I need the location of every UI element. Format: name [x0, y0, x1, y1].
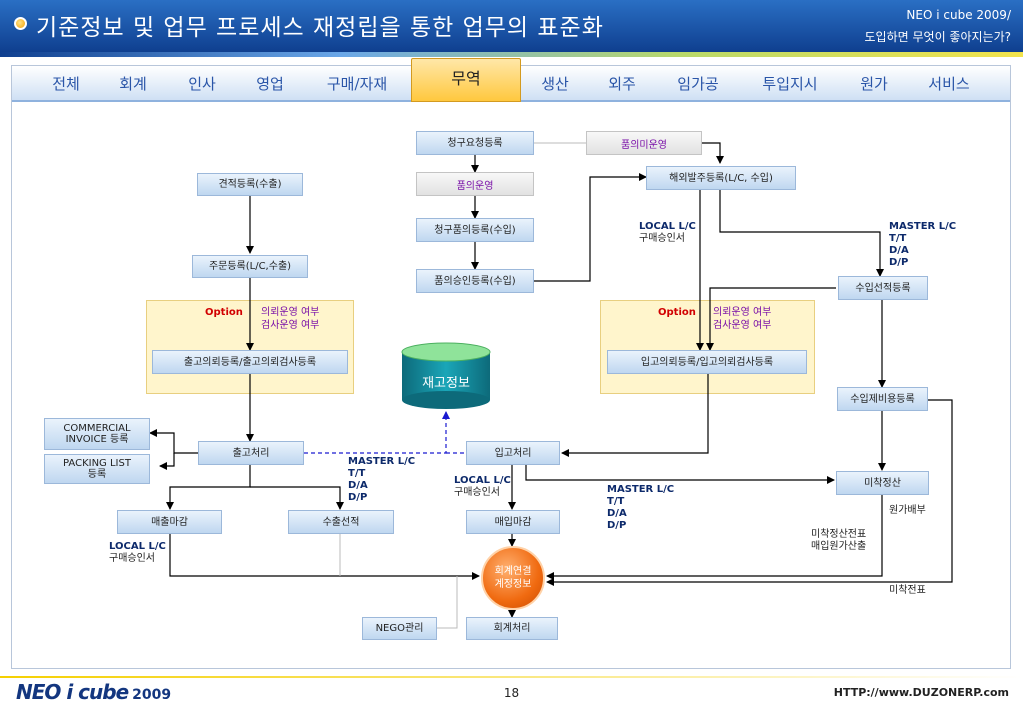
arrow-outbound-sales-close [166, 465, 251, 510]
label-dp-bottom: D/P [607, 520, 627, 531]
arrow-expense-accounting [546, 399, 953, 586]
label-da-bottom: D/A [607, 508, 627, 519]
arrow-overseas-shipment [719, 190, 884, 277]
tab-trade-label: 무역 [451, 69, 481, 88]
box-outbound: 출고처리 [198, 441, 304, 465]
option-left-inspect: 검사운영 여부 [261, 320, 320, 331]
tab-all[interactable]: 전체 [52, 75, 80, 93]
dashed-outbound-inventory [304, 411, 450, 454]
box-accounting: 회계처리 [466, 617, 558, 640]
box-approval-none: 품의미운영 [586, 131, 702, 155]
label-local-lc-mid: LOCAL L/C [454, 475, 511, 486]
label-tt-mid: T/T [348, 468, 366, 479]
tab-service[interactable]: 서비스 [928, 75, 970, 93]
accounting-link-node: 회계연결 계정정보 [481, 546, 545, 610]
tab-hr[interactable]: 인사 [188, 75, 216, 93]
label-tt-bottom: T/T [607, 496, 625, 507]
footer-divider [0, 676, 1023, 678]
tab-cost[interactable]: 원가 [860, 75, 888, 93]
arrow-outbound-invoice [149, 429, 198, 454]
box-import-expense: 수입제비용등록 [837, 387, 928, 411]
box-sales-close: 매출마감 [117, 510, 222, 534]
label-local-lc-bottom-approval: 구매승인서 [109, 553, 155, 564]
arrow-inspect-inbound [561, 374, 709, 457]
tab-production[interactable]: 생산 [541, 75, 569, 93]
label-tt-top: T/T [889, 233, 907, 244]
arrow-outbound-packing [159, 453, 175, 470]
box-order: 주문등록(L/C,수출) [192, 255, 308, 278]
box-packing-list: PACKING LIST 등록 [44, 454, 150, 484]
arrow-unsettled-accounting [546, 495, 883, 580]
arrow-sales-close-accounting [169, 534, 480, 580]
label-purchase-cost-calc: 매입원가산출 [811, 541, 867, 552]
box-request-approval: 청구품의등록(수입) [416, 218, 534, 242]
box-unsettled: 미착정산 [836, 471, 929, 495]
tab-processing[interactable]: 임가공 [677, 75, 719, 93]
tab-sales[interactable]: 영업 [256, 75, 284, 93]
box-inbound: 입고처리 [466, 441, 560, 465]
label-local-lc-mid-approval: 구매승인서 [454, 487, 500, 498]
box-outbound-inspect: 출고의뢰등록/출고의뢰검사등록 [152, 350, 348, 374]
box-estimate: 견적등록(수출) [197, 173, 303, 196]
option-label-left: Option [205, 307, 243, 318]
header-subtitle-1: NEO i cube 2009/ [906, 8, 1011, 22]
title-bullet-icon [14, 17, 27, 30]
page-title: 기준정보 및 업무 프로세스 재정립을 통한 업무의 표준화 [36, 15, 604, 41]
arrow-outbound-export [250, 486, 344, 510]
label-local-lc-bottom: LOCAL L/C [109, 541, 166, 552]
arrow-inbound-unsettled [525, 465, 835, 484]
box-purchase-close: 매입마감 [466, 510, 560, 534]
arrow-noapproval-overseas [702, 142, 724, 164]
tab-purchase[interactable]: 구매/자재 [326, 75, 388, 93]
logo-text: NEO i cube [16, 680, 129, 704]
label-local-lc-top: LOCAL L/C [639, 221, 696, 232]
box-commercial-invoice: COMMERCIAL INVOICE 등록 [44, 418, 150, 450]
tab-accounting[interactable]: 회계 [119, 75, 147, 93]
box-approval-confirm: 품의승인등록(수입) [416, 269, 534, 293]
option-right-request: 의뢰운영 여부 [713, 307, 772, 318]
inventory-database-icon [401, 342, 491, 409]
arrow-shipment-inbound-inspect [706, 287, 836, 351]
box-request-reg: 청구요청등록 [416, 131, 534, 155]
label-master-lc-mid: MASTER L/C [348, 456, 416, 467]
label-da-top: D/A [889, 245, 909, 256]
logo-year: 2009 [132, 687, 172, 703]
tab-trade[interactable]: 무역 [411, 58, 521, 102]
accounting-link-label: 회계연결 계정정보 [494, 566, 532, 590]
inventory-label: 재고정보 [422, 376, 470, 391]
footer-url[interactable]: HTTP://www.DUZONERP.com [833, 686, 1009, 699]
label-dp-mid: D/P [348, 492, 368, 503]
tab-work-order[interactable]: 투입지시 [762, 75, 818, 93]
tab-outsourcing[interactable]: 외주 [608, 75, 636, 93]
box-approval-use: 품의운영 [416, 172, 534, 196]
connector-nego-accounting [437, 576, 458, 629]
box-inbound-inspect: 입고의뢰등록/입고의뢰검사등록 [607, 350, 807, 374]
label-da-mid: D/A [348, 480, 368, 491]
header-bar [0, 0, 1023, 52]
box-nego: NEGO관리 [362, 617, 437, 640]
label-local-lc-top-approval: 구매승인서 [639, 233, 685, 244]
box-import-shipment: 수입선적등록 [838, 276, 928, 300]
label-unsettled-slip: 미착전표 [889, 585, 926, 596]
box-overseas-order: 해외발주등록(L/C, 수입) [646, 166, 796, 190]
box-export-shipment: 수출선적 [288, 510, 394, 534]
arrow-confirm-overseas [534, 173, 647, 282]
header-subtitle-2: 도입하면 무엇이 좋아지는가? [864, 30, 1011, 44]
option-left-request: 의뢰운영 여부 [261, 307, 320, 318]
label-master-lc-bottom: MASTER L/C [607, 484, 675, 495]
option-label-right: Option [658, 307, 696, 318]
header-stripe [0, 52, 1023, 57]
option-right-inspect: 검사운영 여부 [713, 320, 772, 331]
label-cost-alloc: 원가배부 [889, 505, 926, 516]
label-master-lc-top: MASTER L/C [889, 221, 957, 232]
label-unsettled-slip-calc: 미착정산전표 [811, 529, 867, 540]
label-dp-top: D/P [889, 257, 909, 268]
page-number: 18 [503, 686, 520, 700]
